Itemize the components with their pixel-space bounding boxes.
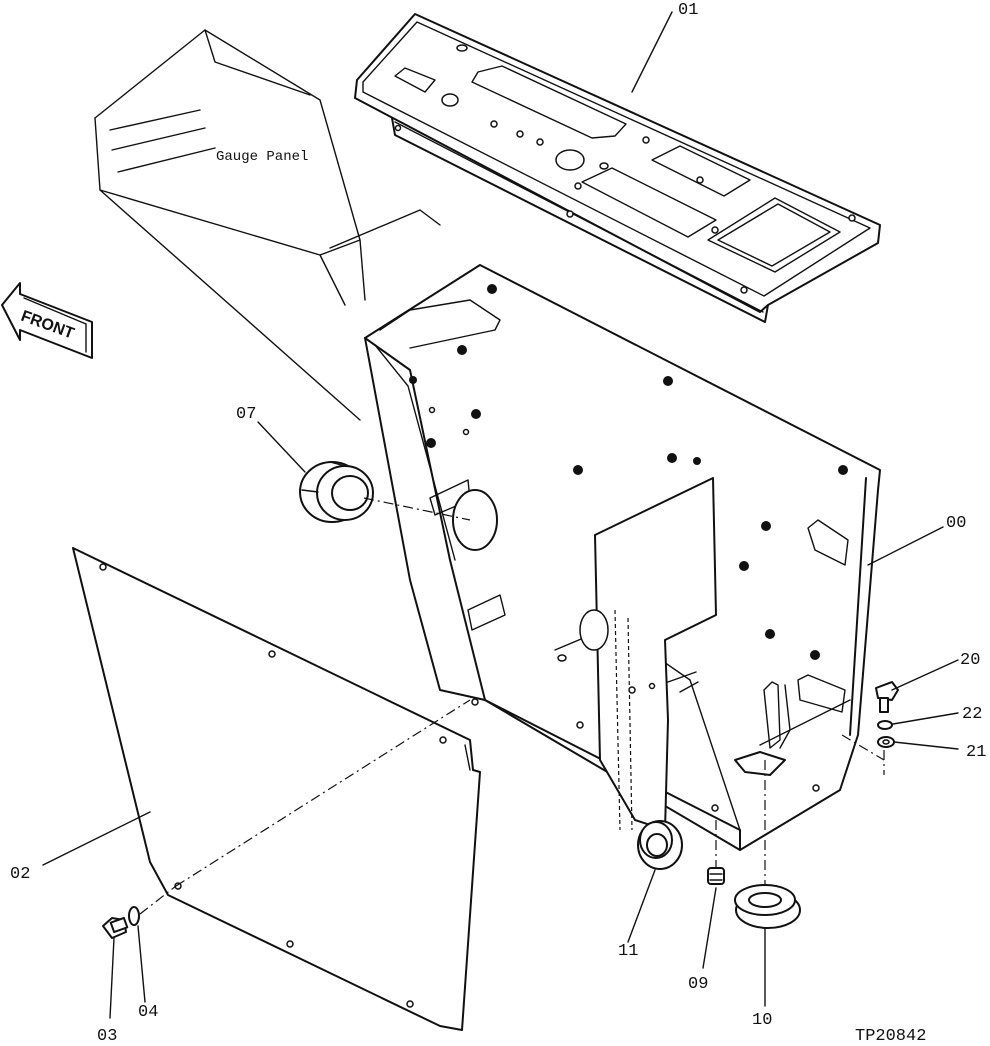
part-01-top-plate xyxy=(354,13,881,323)
callout-11: 11 xyxy=(618,942,638,961)
callout-20: 20 xyxy=(960,651,980,670)
callout-00: 00 xyxy=(946,514,966,533)
callout-04: 04 xyxy=(138,1003,158,1022)
gauge-panel-label: Gauge Panel xyxy=(216,149,308,165)
gauge-panel-outline: Gauge Panel xyxy=(94,29,441,421)
parts-20-22-21-fasteners xyxy=(875,681,899,748)
part-02-side-cover xyxy=(72,547,481,1031)
drawing-id: TP20842 xyxy=(855,1027,926,1046)
part-07-grommet xyxy=(299,461,374,523)
part-09-plug xyxy=(707,867,725,885)
callout-21: 21 xyxy=(966,743,986,762)
callout-02: 02 xyxy=(10,865,30,884)
callout-10: 10 xyxy=(752,1011,772,1030)
parts-03-04-fasteners xyxy=(102,906,140,939)
callout-09: 09 xyxy=(688,975,708,994)
part-11-grommet xyxy=(637,820,683,870)
leader-lines xyxy=(42,11,959,1019)
callout-labels: 01 00 07 02 20 22 21 03 04 11 09 10 TP20… xyxy=(10,1,986,1046)
callout-01: 01 xyxy=(678,1,698,20)
assembly-centerlines xyxy=(139,497,885,915)
front-arrow: FRONT xyxy=(1,282,93,359)
callout-07: 07 xyxy=(236,405,256,424)
callout-03: 03 xyxy=(97,1027,117,1046)
part-00-console-box xyxy=(364,264,881,851)
part-10-oval-grommet xyxy=(734,884,801,929)
callout-22: 22 xyxy=(962,705,982,724)
